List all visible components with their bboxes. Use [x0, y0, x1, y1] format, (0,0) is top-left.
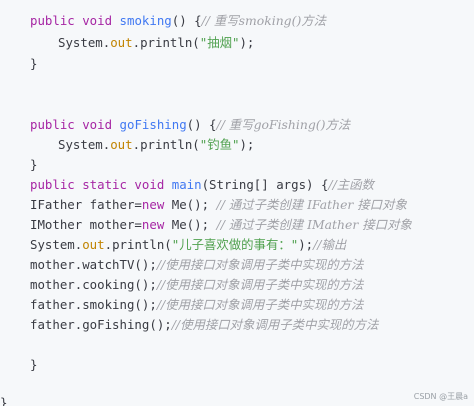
code-token-kw: public static void: [30, 177, 172, 192]
code-token-cm: // 重写smoking()方法: [201, 13, 327, 28]
code-line: System.out.println("钓鱼");: [58, 135, 254, 155]
code-token-cm: // 通过子类创建 IFather 接口对象: [216, 197, 407, 212]
code-token-kw: new: [141, 197, 165, 212]
code-token-cm: //使用接口对象调用子类中实现的方法: [156, 297, 364, 312]
code-token-fn: smoking: [119, 13, 172, 28]
code-line: }: [30, 155, 37, 175]
code-line: father.goFishing();//使用接口对象调用子类中实现的方法: [30, 315, 378, 335]
code-token-txt: );: [239, 35, 255, 50]
code-line: mother.watchTV();//使用接口对象调用子类中实现的方法: [30, 255, 363, 275]
code-token-txt: );: [298, 237, 314, 252]
code-token-txt: mother.watchTV();: [30, 257, 157, 272]
code-token-str: "儿子喜欢做的事有：": [171, 237, 299, 252]
code-token-cm: //主函数: [328, 177, 374, 192]
code-line: IFather father=new Me(); // 通过子类创建 IFath…: [30, 195, 407, 215]
code-token-kw: public void: [30, 13, 120, 28]
code-line: father.smoking();//使用接口对象调用子类中实现的方法: [30, 295, 363, 315]
code-token-txt: () {: [171, 13, 202, 28]
code-line: mother.cooking();//使用接口对象调用子类中实现的方法: [30, 275, 363, 295]
code-token-txt: System.: [58, 137, 111, 152]
code-token-txt: }: [30, 357, 38, 372]
code-line: public static void main(String[] args) {…: [30, 175, 374, 195]
code-token-cm: // 重写goFishing()方法: [216, 117, 351, 132]
code-token-txt: IMother mother=: [30, 217, 142, 232]
code-line: public void smoking() {// 重写smoking()方法: [30, 11, 326, 31]
code-line: }: [30, 355, 37, 375]
code-token-txt: }: [0, 395, 8, 406]
code-token-txt: Me();: [164, 217, 217, 232]
code-token-cm: //使用接口对象调用子类中实现的方法: [156, 277, 364, 292]
code-token-txt: );: [239, 137, 255, 152]
code-token-fn: goFishing: [119, 117, 187, 132]
code-line: public void goFishing() {// 重写goFishing(…: [30, 115, 350, 135]
code-token-prop: out: [82, 237, 105, 252]
code-line: System.out.println("儿子喜欢做的事有：");//输出: [30, 235, 346, 255]
code-token-txt: () {: [186, 117, 217, 132]
code-token-prop: out: [110, 137, 133, 152]
code-token-txt: }: [30, 56, 38, 71]
code-token-str: "钓鱼": [199, 137, 240, 152]
code-token-cm: // 通过子类创建 IMather 接口对象: [216, 217, 412, 232]
code-token-txt: System.: [30, 237, 83, 252]
code-token-fn: main: [171, 177, 202, 192]
watermark: CSDN @王晨a: [413, 392, 468, 401]
code-token-cm: //使用接口对象调用子类中实现的方法: [156, 257, 364, 272]
code-token-txt: System.: [58, 35, 111, 50]
code-line: IMother mother=new Me(); // 通过子类创建 IMath…: [30, 215, 412, 235]
code-line: }: [0, 393, 7, 406]
code-token-kw: new: [141, 217, 165, 232]
code-token-txt: father.smoking();: [30, 297, 157, 312]
code-token-txt: }: [30, 157, 38, 172]
code-line: }: [30, 54, 37, 74]
code-token-txt: IFather father=: [30, 197, 142, 212]
code-token-txt: (String[] args) {: [201, 177, 329, 192]
code-token-txt: Me();: [164, 197, 217, 212]
code-token-cm: //输出: [313, 237, 347, 252]
code-line: System.out.println("抽烟");: [58, 33, 254, 53]
code-token-txt: mother.cooking();: [30, 277, 157, 292]
code-token-txt: .println(: [132, 137, 200, 152]
code-token-kw: public void: [30, 117, 120, 132]
code-token-txt: .println(: [104, 237, 172, 252]
code-token-txt: .println(: [132, 35, 200, 50]
code-token-prop: out: [110, 35, 133, 50]
code-token-txt: father.goFishing();: [30, 317, 172, 332]
code-token-cm: //使用接口对象调用子类中实现的方法: [171, 317, 379, 332]
code-token-str: "抽烟": [199, 35, 240, 50]
